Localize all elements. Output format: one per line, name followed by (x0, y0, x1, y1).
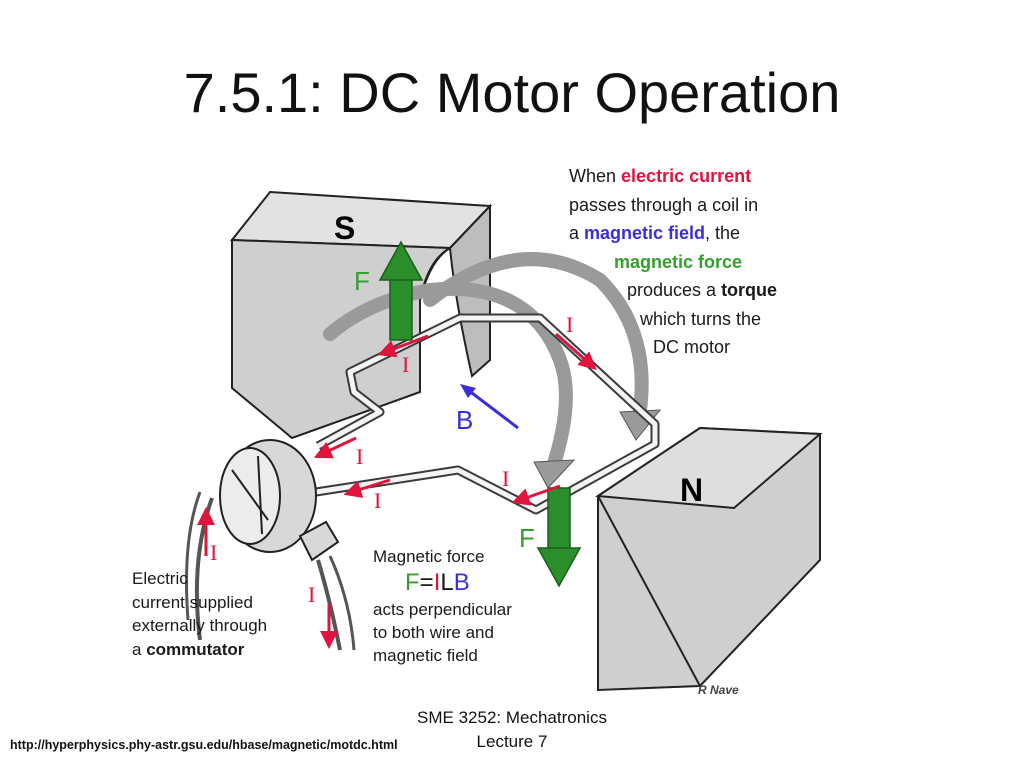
slide-title: 7.5.1: DC Motor Operation (183, 61, 841, 124)
current-label: I (374, 488, 382, 513)
commutator (185, 439, 356, 651)
current-label: I (210, 540, 218, 565)
force-note: Magnetic force F=ILB acts perpendicular … (373, 547, 512, 665)
current-label: I (566, 312, 574, 337)
highlight-commutator: commutator (146, 639, 245, 659)
highlight-magnetic-force: magnetic force (614, 251, 743, 272)
explanation-text: When electric current passes through a c… (569, 166, 778, 357)
highlight-electric-current: electric current (621, 166, 752, 186)
force-arrow-down (536, 487, 582, 588)
author-credit: R Nave (698, 683, 739, 697)
force-equation: F=ILB (405, 569, 470, 596)
current-label: I (502, 466, 510, 491)
current-arrows (197, 332, 597, 649)
current-label: I (402, 352, 410, 377)
field-arrow (460, 384, 519, 430)
current-label: I (356, 444, 364, 469)
current-label: I (308, 582, 316, 607)
slide-footer: SME 3252: Mechatronics Lecture 7 (382, 706, 642, 754)
force-label-top: F (354, 266, 370, 296)
source-link[interactable]: http://hyperphysics.phy-astr.gsu.edu/hba… (10, 738, 398, 752)
highlight-magnetic-field: magnetic field (584, 223, 706, 243)
force-label-bottom: F (519, 523, 535, 553)
course-name: SME 3252: Mechatronics (417, 708, 607, 727)
field-label: B (456, 405, 474, 435)
lecture-number: Lecture 7 (476, 732, 548, 751)
south-pole-label: S (334, 210, 356, 246)
force-arrow-up (378, 240, 424, 341)
armature-coil (315, 313, 660, 515)
highlight-torque: torque (721, 280, 778, 300)
north-pole-label: N (680, 472, 704, 508)
north-pole-magnet (595, 426, 823, 692)
commutator-note: Electric current supplied externally thr… (132, 569, 268, 659)
